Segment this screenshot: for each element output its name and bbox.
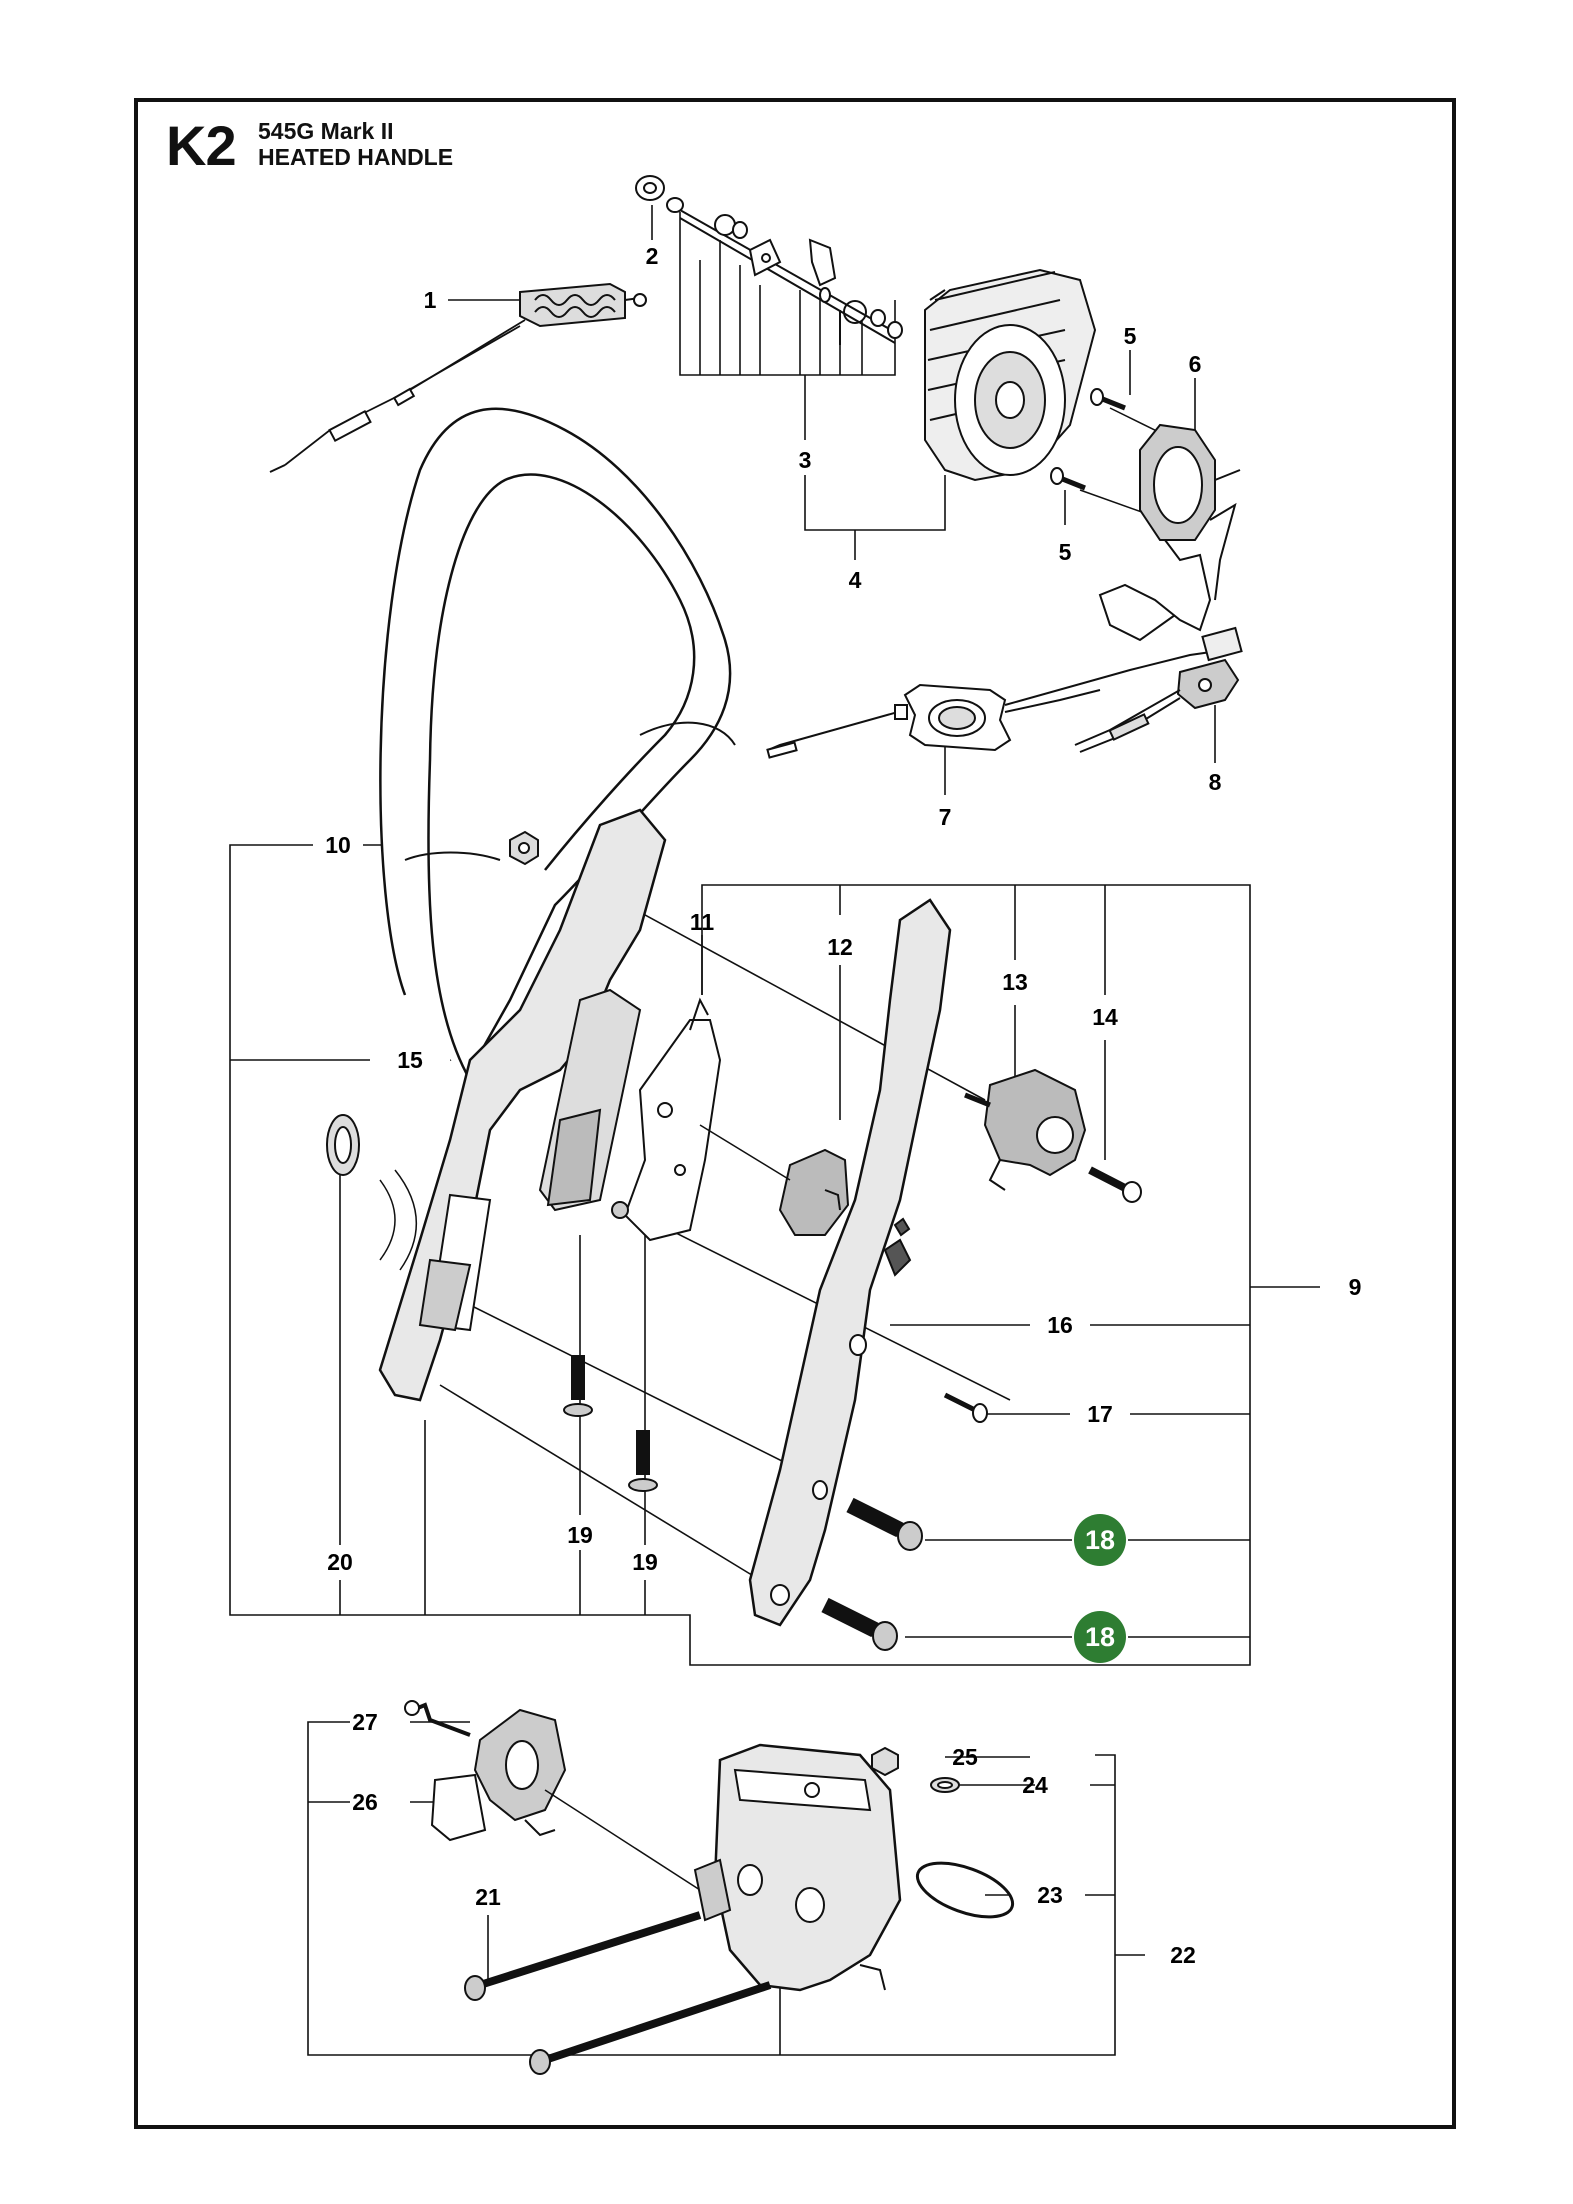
callout-labels: 1 2 3 4 5 5 6 7 8 9 10 11 12 13 14 15 16… xyxy=(325,243,1361,1968)
callout-27: 27 xyxy=(352,1709,378,1735)
callout-16: 16 xyxy=(1047,1312,1073,1338)
callout-6: 6 xyxy=(1189,351,1202,377)
section-title: HEATED HANDLE xyxy=(258,144,454,170)
callout-24: 24 xyxy=(1022,1772,1048,1798)
callout-15: 15 xyxy=(397,1047,423,1073)
part-illustrations xyxy=(269,175,1243,2075)
shaft-assembly-part xyxy=(635,175,903,345)
callout-10: 10 xyxy=(325,832,351,858)
section-code: K2 xyxy=(166,114,237,177)
callout-5-lower: 5 xyxy=(1059,539,1072,565)
grip-cap-part xyxy=(964,1068,1087,1191)
nut-part xyxy=(509,830,539,866)
callout-4: 4 xyxy=(849,567,862,593)
small-gasket-part xyxy=(930,1777,960,1793)
callout-9: 9 xyxy=(1349,1274,1362,1300)
callout-3: 3 xyxy=(799,447,812,473)
callout-18-upper[interactable]: 18 xyxy=(1074,1514,1126,1566)
callout-17: 17 xyxy=(1087,1401,1113,1427)
bolt-18-part xyxy=(821,1497,923,1651)
o-ring-part xyxy=(915,1861,1015,1919)
callout-5-upper: 5 xyxy=(1124,323,1137,349)
model-name: 545G Mark II xyxy=(258,118,394,144)
trigger-mechanism-part xyxy=(611,997,722,1242)
long-bolt-part xyxy=(464,1911,772,2075)
flywheel-housing-part xyxy=(924,268,1097,482)
highlight-badge xyxy=(1074,1611,1126,1663)
callout-18-lower-label: 18 xyxy=(1085,1622,1115,1652)
callout-7: 7 xyxy=(939,804,952,830)
callout-25: 25 xyxy=(952,1744,978,1770)
callout-22: 22 xyxy=(1170,1942,1196,1968)
bolt-part xyxy=(1088,1166,1142,1203)
callout-12: 12 xyxy=(827,934,853,960)
callout-23: 23 xyxy=(1037,1882,1063,1908)
nut-25-part xyxy=(871,1746,899,1777)
highlight-badge xyxy=(1074,1514,1126,1566)
connector-ring-part xyxy=(1098,423,1241,642)
callout-20: 20 xyxy=(327,1549,353,1575)
callout-1: 1 xyxy=(424,287,437,313)
lower-housing-part xyxy=(693,1743,902,1992)
sensor-part xyxy=(1074,658,1240,753)
grommet-part xyxy=(326,1114,418,1271)
screw-17-part xyxy=(943,1392,988,1423)
callout-26: 26 xyxy=(352,1789,378,1815)
leader-lines xyxy=(229,205,1320,2056)
highlighted-callouts: 18 18 xyxy=(1074,1514,1126,1663)
handle-bar-part xyxy=(379,407,736,1081)
gasket-plate-part xyxy=(766,626,1243,759)
callout-2: 2 xyxy=(646,243,659,269)
callout-18-lower[interactable]: 18 xyxy=(1074,1611,1126,1663)
callout-11: 11 xyxy=(690,909,715,935)
callout-14: 14 xyxy=(1092,1004,1118,1030)
callout-18-upper-label: 18 xyxy=(1085,1525,1115,1555)
pin-19-part xyxy=(563,1355,658,1492)
callout-19-left: 19 xyxy=(567,1522,593,1548)
switch-knob-part xyxy=(699,1124,850,1236)
page-frame xyxy=(134,98,1456,2129)
side-bracket-part xyxy=(748,898,952,1627)
heating-element-part xyxy=(269,282,647,473)
callout-8: 8 xyxy=(1209,769,1222,795)
switch-cover-part xyxy=(404,1700,701,1891)
callout-19-right: 19 xyxy=(632,1549,658,1575)
handle-grip-part xyxy=(378,808,667,1402)
callout-13: 13 xyxy=(1002,969,1028,995)
callout-21: 21 xyxy=(475,1884,501,1910)
